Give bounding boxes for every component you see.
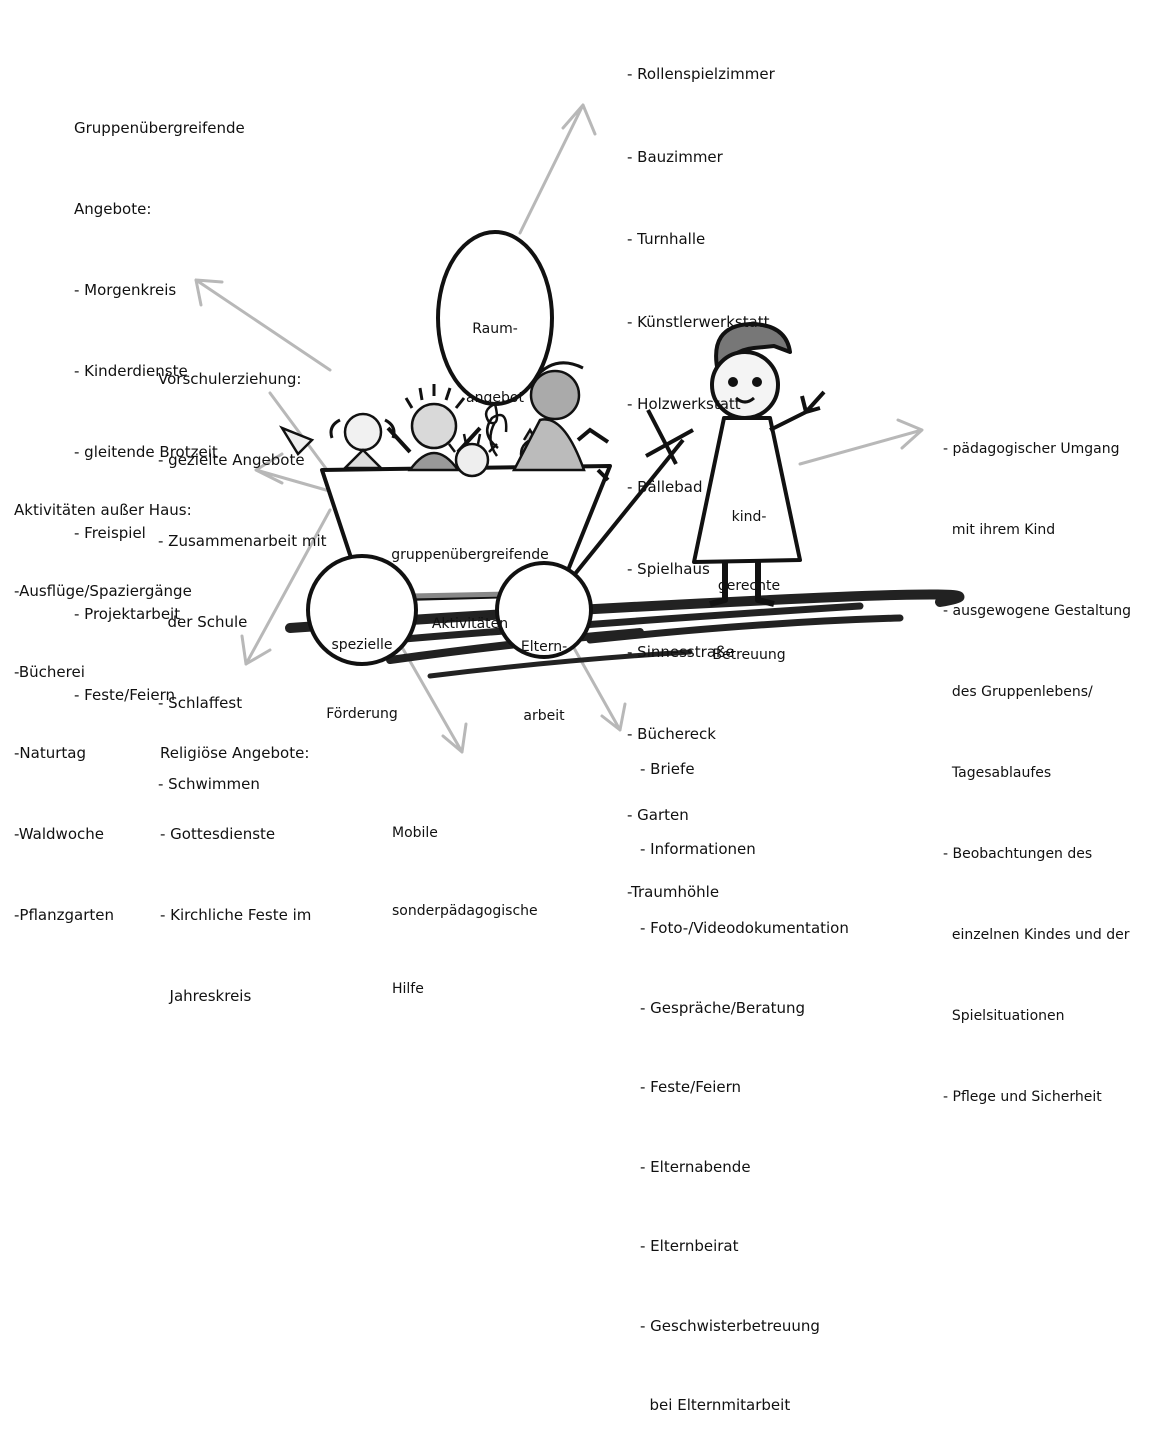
betreuung-line: - ausgewogene Gestaltung [943, 603, 1132, 619]
mobile-line: Mobile [392, 825, 438, 841]
raum-line: - Sinnesstraße [627, 642, 735, 661]
kind-label-line-1: kind- [731, 509, 767, 525]
gruppen-line: - Projektarbeit [74, 605, 181, 623]
raum-line: - Bauzimmer [627, 147, 723, 166]
aktivitaeten-line: -Naturtag [14, 744, 86, 762]
vorschule-line: - Schwimmen [158, 775, 260, 793]
aktivitaeten-list: Aktivitäten außer Haus: -Ausflüge/Spazie… [14, 443, 192, 956]
vorschule-line: - gezielte Angebote [158, 451, 305, 469]
betreuung-line: des Gruppenlebens/ [943, 684, 1093, 700]
elternarbeit-line: - Foto-/Videodokumentation [640, 919, 849, 937]
arrow-religion [240, 508, 332, 666]
elternarbeit-line: - Elternbeirat [640, 1237, 739, 1255]
gruppen-line: - Freispiel [74, 524, 146, 542]
raum-label: Raum- angebot [440, 272, 550, 433]
raum-line: - Holzwerkstatt [627, 395, 741, 413]
raum-line: - Rollenspielzimmer [627, 65, 775, 83]
vorschule-line: Vorschulerziehung: [158, 370, 302, 388]
betreuung-line: - Beobachtungen des [943, 846, 1093, 862]
raum-line: - Garten [627, 805, 689, 824]
aktivitaeten-line: Aktivitäten außer Haus: [14, 501, 192, 519]
betreuung-line: Tagesablaufes [943, 765, 1052, 781]
wagon-label-line-1: gruppenübergreifende [391, 547, 549, 563]
raum-line: - Spielhaus [627, 560, 710, 578]
gruppen-line: - Feste/Feiern [74, 686, 176, 704]
gruppen-line: - gleitende Brotzeit [74, 443, 218, 461]
eltern-circle [495, 561, 593, 659]
gruppen-line: - Morgenkreis [74, 281, 177, 299]
raum-line: - Turnhalle [627, 230, 706, 248]
betreuung-line: - pädagogischer Umgang [943, 441, 1120, 457]
arrow-betreuung [798, 418, 924, 466]
wagon-label-line-2: Aktivitäten [431, 616, 509, 632]
elternarbeit-line: - Gespräche/Beratung [640, 998, 806, 1017]
kind-label-line-2: gerechte [717, 578, 781, 594]
kind-label: kind- gerechte Betreuung [690, 460, 808, 690]
mobile-hilfe-label: Mobile sonderpädagogische Hilfe [392, 768, 538, 1028]
adult-figure [645, 322, 826, 607]
arrow-raum [518, 103, 597, 235]
elternarbeit-line: - Informationen [640, 839, 756, 858]
aktivitaeten-line: -Waldwoche [14, 825, 104, 843]
gruppen-line: Gruppenübergreifende [74, 119, 245, 137]
vorschule-list: Vorschulerziehung: - gezielte Angebote -… [158, 312, 327, 825]
gruppen-line: Angebote: [74, 200, 152, 218]
betreuung-line: mit ihrem Kind [943, 522, 1056, 538]
raum-balloon [436, 230, 554, 457]
elternarbeit-line: bei Elternmitarbeit [640, 1396, 791, 1414]
foerderung-label-line-1: spezielle [331, 637, 393, 653]
aktivitaeten-line: -Pflanzgarten [14, 906, 114, 924]
raumangebot-list: - Rollenspielzimmer - Bauzimmer - Turnha… [627, 6, 775, 930]
gruppen-line: - Kinderdienste [74, 362, 188, 380]
raum-line: - Büchereck [627, 725, 716, 743]
vorschule-line: - Schlaffest [158, 694, 243, 712]
elternarbeit-line: - Feste/Feiern [640, 1078, 742, 1096]
betreuung-line: Spielsituationen [943, 1008, 1065, 1024]
gruppen-angebote-list: Gruppenübergreifende Angebote: - Morgenk… [74, 61, 245, 736]
mobile-line: sonderpädagogische [392, 903, 538, 919]
eltern-label: Eltern- arbeit [500, 590, 588, 751]
eltern-label-line-1: Eltern- [520, 639, 568, 655]
eltern-label-line-2: arbeit [523, 708, 565, 724]
mobile-line: Hilfe [392, 981, 424, 997]
betreuung-list: - pädagogischer Umgang mit ihrem Kind - … [943, 382, 1131, 1138]
religion-line: Jahreskreis [160, 987, 252, 1005]
aktivitaeten-line: -Bücherei [14, 663, 85, 681]
raum-line: - Künstlerwerkstatt [627, 312, 770, 331]
foerderung-circle [306, 554, 418, 666]
elternarbeit-list: - Briefe - Informationen - Foto-/Videodo… [640, 703, 849, 1445]
religion-line: - Kirchliche Feste im [160, 906, 312, 924]
betreuung-line: einzelnen Kindes und der [943, 927, 1130, 943]
arrow-gruppen [194, 278, 332, 372]
arrow-aktiv [254, 452, 335, 494]
elternarbeit-line: - Briefe [640, 760, 695, 778]
vorschule-line: - Zusammenarbeit mit [158, 532, 327, 550]
religion-line: Religiöse Angebote: [160, 744, 310, 762]
elternarbeit-line: - Elternabende [640, 1157, 751, 1176]
religion-list: Religiöse Angebote: - Gottesdienste - Ki… [160, 686, 311, 1037]
wagon-label: gruppenübergreifende Aktivitäten [350, 498, 590, 659]
raum-line: -Traumhöhle [627, 882, 720, 901]
kind-label-line-3: Betreuung [712, 647, 786, 663]
diagram-art [194, 103, 965, 754]
religion-line: - Gottesdienste [160, 825, 276, 843]
raum-label-line-2: angebot [466, 390, 524, 406]
children-figures [278, 361, 610, 482]
raum-label-line-1: Raum- [472, 321, 518, 337]
vorschule-line: der Schule [158, 613, 248, 631]
foerderung-label: spezielle Förderung [312, 588, 412, 749]
aktivitaeten-line: -Ausflüge/Spaziergänge [14, 582, 192, 600]
elternarbeit-line: - Geschwisterbetreuung [640, 1316, 820, 1335]
raum-line: - Bällebad [627, 477, 703, 496]
betreuung-line: - Pflege und Sicherheit [943, 1089, 1102, 1105]
foerderung-label-line-2: Förderung [326, 706, 398, 722]
